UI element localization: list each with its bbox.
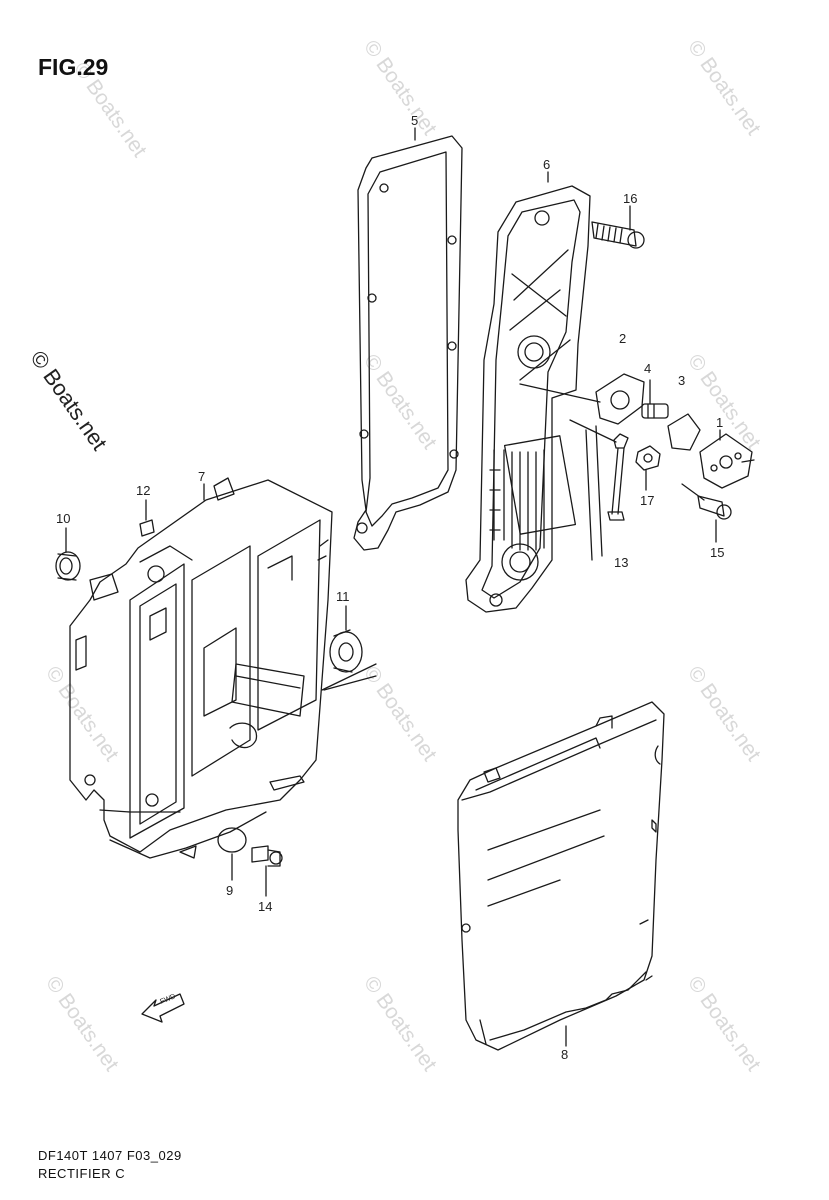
forward-arrow-icon	[142, 994, 184, 1022]
callout-16: 16	[623, 191, 638, 206]
callout-8: 8	[561, 1047, 569, 1062]
leader-line	[682, 484, 704, 500]
cover-part-8	[458, 702, 664, 1050]
callout-10: 10	[56, 511, 71, 526]
callout-4: 4	[644, 361, 652, 376]
callout-6: 6	[543, 157, 551, 172]
figure-title: FIG.29	[38, 54, 109, 80]
clip-part-12	[140, 520, 154, 536]
diagram-code: DF140T 1407 F03_029	[38, 1148, 182, 1163]
plate-part-2	[596, 374, 644, 424]
grommet-part-11	[330, 630, 362, 672]
callout-13: 13	[614, 555, 629, 570]
leader-line	[520, 384, 600, 402]
callout-3: 3	[678, 373, 686, 388]
washer-part-9	[218, 828, 246, 852]
callout-12: 12	[136, 483, 151, 498]
callout-14: 14	[258, 899, 273, 914]
bolt-part-14	[252, 846, 282, 866]
connector-part-1	[700, 434, 754, 488]
rod-part-13	[608, 434, 628, 520]
callout-9: 9	[226, 883, 234, 898]
callout-17: 17	[640, 493, 655, 508]
bracket-part-6	[466, 186, 602, 612]
grommet-part-10	[56, 552, 80, 580]
callout-1: 1	[716, 415, 724, 430]
spacer-part-3	[668, 414, 700, 450]
callout-15: 15	[710, 545, 725, 560]
housing-part-7	[70, 478, 332, 858]
callout-11: 11	[336, 589, 350, 604]
screw-part-15-lower	[698, 496, 731, 519]
screw-part-16-upper	[592, 222, 644, 248]
gasket-part-5	[354, 136, 462, 550]
callout-7: 7	[198, 469, 206, 484]
nut-part-17	[636, 446, 660, 470]
bolt-part-4	[642, 404, 668, 418]
diagram-name: RECTIFIER C	[38, 1166, 126, 1181]
callout-5: 5	[411, 113, 419, 128]
callout-2: 2	[619, 331, 627, 346]
leader-line	[570, 420, 616, 442]
leader-line	[322, 664, 376, 690]
leader-line	[324, 676, 376, 690]
